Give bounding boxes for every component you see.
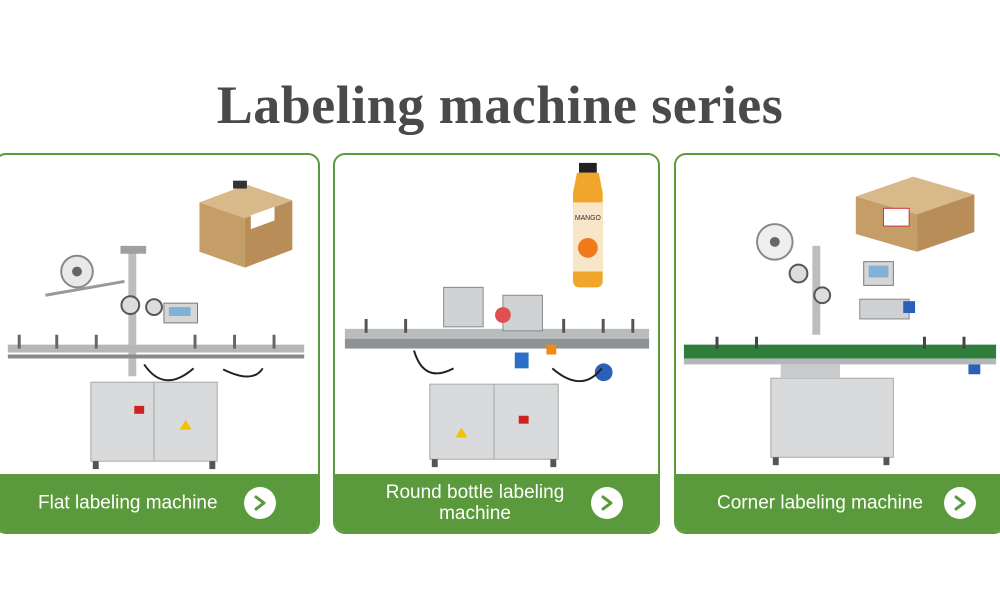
flat-labeling-machine-card[interactable]: Flat labeling machine <box>0 153 320 534</box>
corner-labeling-machine-card[interactable]: Corner labeling machine <box>674 153 1000 534</box>
card-label: Corner labeling machine <box>717 492 923 514</box>
card-label: Round bottle labeling machine <box>385 482 565 524</box>
round-bottle-labeling-machine-card[interactable]: MANGO Round bottle labeling machine <box>333 153 660 534</box>
carton-box-icon <box>199 180 293 268</box>
svg-text:MANGO: MANGO <box>575 215 602 222</box>
round-bottle-labeling-machine-image: MANGO <box>344 162 650 468</box>
flat-labeling-machine-image <box>7 180 305 470</box>
juice-bottle-icon: MANGO <box>573 162 603 288</box>
corner-labeling-machine-image <box>683 176 997 466</box>
card-footer: Flat labeling machine <box>0 474 318 532</box>
arrow-right-icon[interactable] <box>244 487 276 519</box>
arrow-right-icon[interactable] <box>944 487 976 519</box>
card-footer: Corner labeling machine <box>676 474 1000 532</box>
arrow-right-icon[interactable] <box>591 487 623 519</box>
card-label: Flat labeling machine <box>38 492 218 514</box>
card-footer: Round bottle labeling machine <box>335 474 658 532</box>
carton-box-icon <box>855 176 975 252</box>
page-title: Labeling machine series <box>216 75 784 135</box>
